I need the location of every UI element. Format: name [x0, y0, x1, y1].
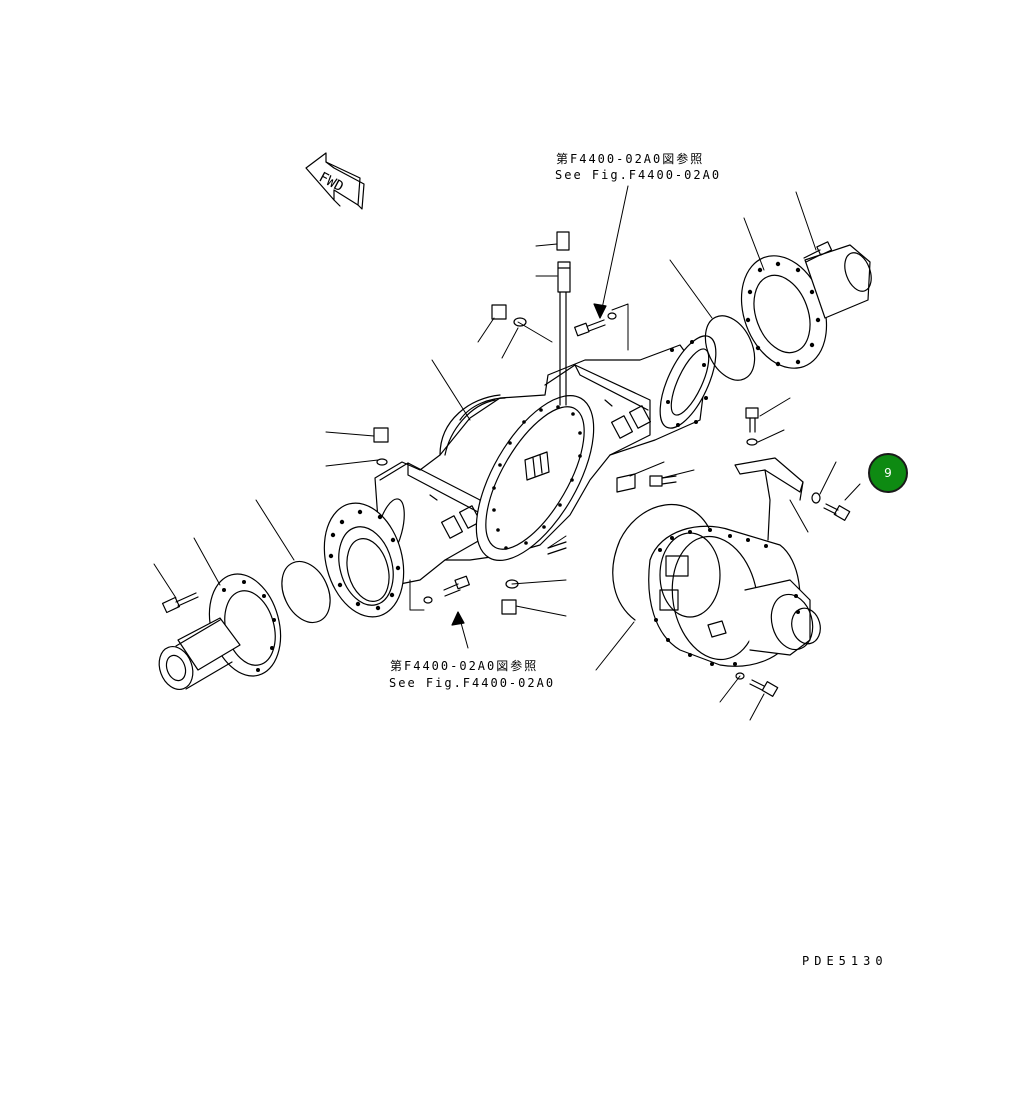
right-top-bolt — [803, 241, 833, 263]
bottom-ref-bolt — [423, 575, 470, 604]
carrier-gasket — [612, 503, 711, 621]
top-ref-label-en: See Fig.F4400-02A0 — [555, 168, 722, 182]
top-ref-arrow-icon — [593, 303, 607, 319]
breather — [556, 231, 571, 293]
left-axle-shaft — [158, 573, 282, 690]
leader-lines — [153, 185, 861, 721]
housing-plugs — [373, 304, 527, 466]
right-side-bolts — [616, 407, 851, 697]
fwd-arrow-icon: FWD — [305, 152, 365, 210]
right-flange — [740, 244, 872, 369]
bottom-ref-label-en: See Fig.F4400-02A0 — [389, 676, 556, 690]
callout-number: 9 — [884, 466, 892, 480]
bottom-ref-arrow-icon — [451, 611, 465, 626]
left-bolt — [161, 592, 199, 614]
left-o-ring — [281, 560, 331, 624]
bracket — [734, 457, 804, 541]
drawing-code: PDE5130 — [802, 954, 888, 968]
callout-9-button[interactable]: 9 — [868, 453, 908, 493]
top-ref-label-jp: 第F4400-02A0図参照 — [556, 152, 705, 166]
top-ref-bolt — [574, 312, 617, 337]
differential-carrier — [648, 525, 821, 667]
axle-housing — [374, 289, 717, 586]
bottom-ref-label-jp: 第F4400-02A0図参照 — [390, 659, 539, 673]
left-flange — [323, 502, 405, 618]
right-o-ring — [704, 315, 756, 381]
